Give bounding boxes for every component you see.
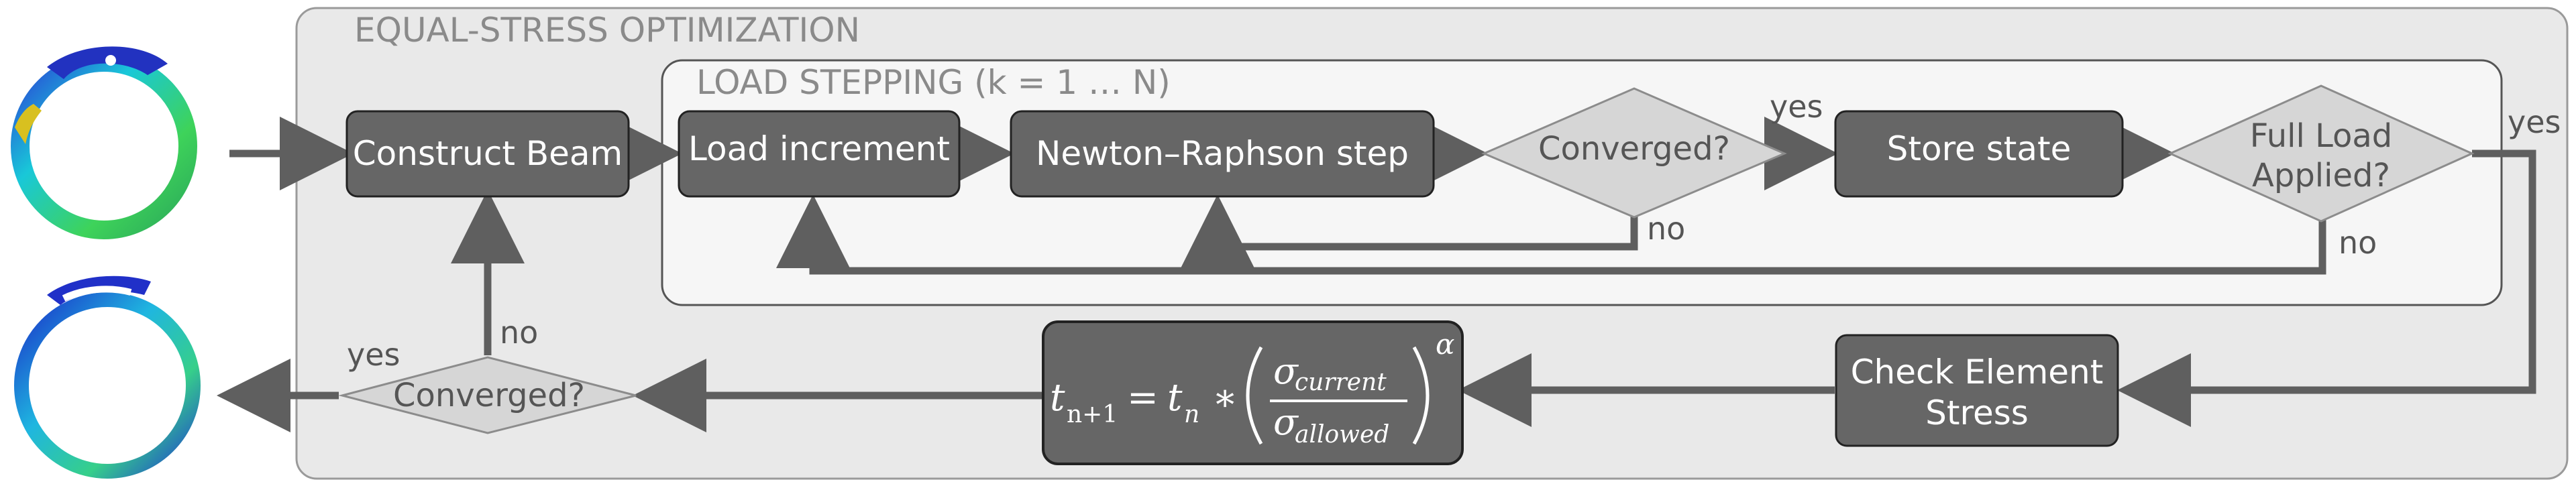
construct-beam-label: Construct Beam [353,134,623,173]
full-load-no-label: no [2339,225,2377,261]
full-load-diamond: Full Load Applied? [2167,84,2475,223]
converged-inner-diamond: Converged? [1481,87,1787,219]
newton-raphson-box: Newton–Raphson step [1010,110,1435,198]
formula-left-paren [1246,346,1263,445]
formula-right-paren [1412,346,1430,445]
initial-ring-image [11,46,197,239]
check-stress-label-1: Check Element [1851,353,2104,391]
thickness-update-formula-box: t n+1 = t n ∗ σ current σ allowed α [1042,320,1464,465]
full-load-label-2: Applied? [2252,157,2390,194]
formula-t-left: t [1050,376,1065,420]
load-increment-box: Load increment [678,110,961,198]
formula-sigma-numerator: σ [1273,350,1299,392]
formula-subscript-n-plus-1: n+1 [1067,401,1118,428]
outer-yes-label: yes [347,337,400,373]
full-load-yes-label: yes [2508,104,2561,140]
formula-sigma-denominator: σ [1273,401,1299,443]
formula-t-right: t [1167,376,1183,420]
arrow-fullload-yes [2117,149,2536,427]
optimized-ring-image [14,276,201,479]
construct-beam-box: Construct Beam [345,110,630,198]
inner-group-title: LOAD STEPPING (k = 1 … N) [696,63,1171,102]
formula-times: ∗ [1212,376,1238,420]
converged-inner-label: Converged? [1538,130,1730,168]
connectors [217,117,2536,432]
arrow-converged-no [1181,194,1638,268]
full-load-label-1: Full Load [2250,117,2392,155]
load-increment-label: Load increment [688,129,950,168]
outer-no-label: no [500,314,538,351]
check-stress-label-2: Stress [1925,393,2029,432]
outer-group-title: EQUAL-STRESS OPTIMIZATION [354,11,860,50]
arrow-fullload-no [776,194,2326,275]
converged-outer-label: Converged? [393,377,585,414]
formula-exponent-alpha: α [1436,328,1454,361]
formula-equals: = [1127,376,1159,420]
store-state-box: Store state [1834,110,2124,198]
inner-no-label: no [1647,210,1685,247]
newton-raphson-label: Newton–Raphson step [1036,134,1409,173]
formula-subscript-n: n [1184,401,1199,428]
formula-subscript-current: current [1295,369,1387,396]
inner-yes-label: yes [1770,88,1823,125]
check-stress-box: Check Element Stress [1835,334,2119,447]
formula-subscript-allowed: allowed [1295,421,1389,448]
converged-outer-diamond: Converged? [338,356,637,434]
store-state-label: Store state [1887,129,2072,168]
